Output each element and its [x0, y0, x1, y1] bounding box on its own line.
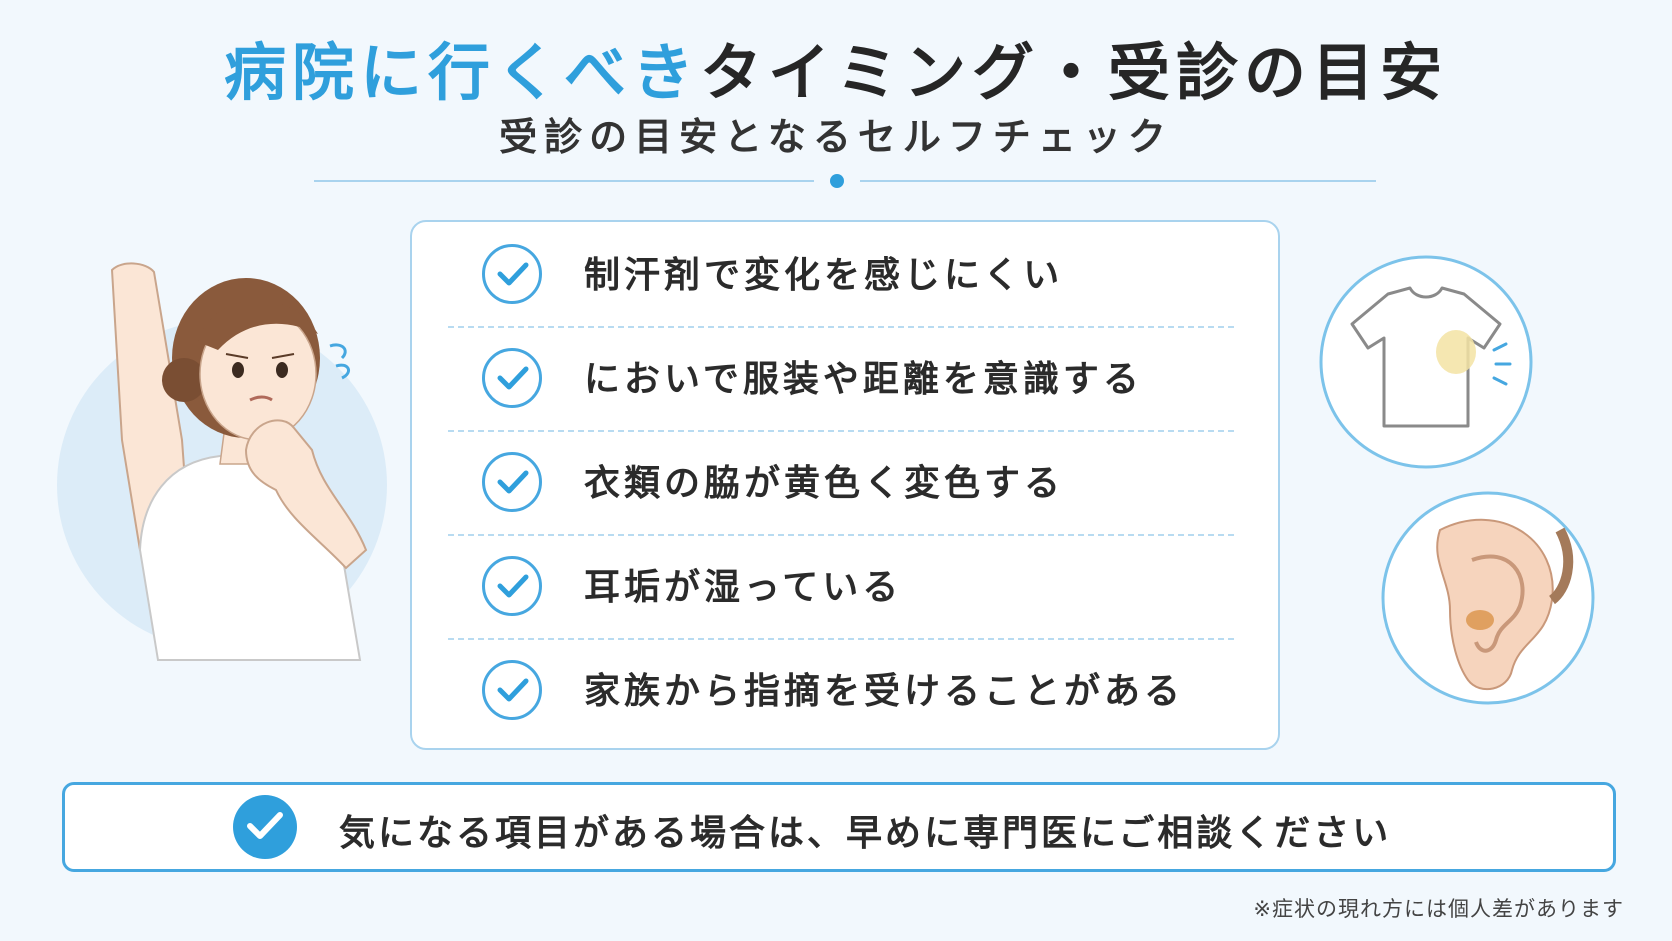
- check-icon: [482, 660, 542, 720]
- advice-text: 気になる項目がある場合は、早めに専門医にご相談ください: [339, 813, 1392, 854]
- divider-right: [860, 180, 1376, 182]
- row-divider: [448, 534, 1234, 536]
- checklist-item: 衣類の脇が黄色く変色する: [412, 432, 1278, 536]
- title-highlight: 病院に行くべき: [223, 36, 700, 109]
- stained-tshirt-icon: [1319, 255, 1533, 469]
- woman-worried-illustration: [57, 262, 387, 661]
- row-divider: [448, 638, 1234, 640]
- check-icon: [482, 348, 542, 408]
- checklist-item-label: 耳垢が湿っている: [584, 567, 903, 608]
- checklist-item: 耳垢が湿っている: [412, 536, 1278, 640]
- check-icon: [233, 795, 297, 859]
- row-divider: [448, 326, 1234, 328]
- checklist-item: 家族から指摘を受けることがある: [412, 640, 1278, 744]
- checklist-item-label: 衣類の脇が黄色く変色する: [584, 463, 1065, 504]
- checklist-item: 制汗剤で変化を感じにくい: [412, 224, 1278, 328]
- check-icon: [482, 244, 542, 304]
- divider-left: [314, 180, 814, 182]
- footnote: ※症状の現れ方には個人差があります: [1253, 897, 1624, 921]
- checklist-item-label: においで服装や距離を意識する: [584, 359, 1143, 400]
- title-rest: タイミング・受診の目安: [700, 36, 1449, 109]
- row-divider: [448, 430, 1234, 432]
- checklist-item: においで服装や距離を意識する: [412, 328, 1278, 432]
- ear-icon: [1381, 491, 1595, 705]
- checklist-item-label: 家族から指摘を受けることがある: [584, 671, 1185, 712]
- check-icon: [482, 556, 542, 616]
- page-subtitle: 受診の目安となるセルフチェック: [499, 115, 1173, 159]
- advice-box: 気になる項目がある場合は、早めに専門医にご相談ください: [62, 782, 1616, 872]
- check-icon: [482, 452, 542, 512]
- divider-dot: [830, 174, 844, 188]
- checklist-card: 制汗剤で変化を感じにくい においで服装や距離を意識する 衣類の脇が黄色く変色する…: [410, 220, 1280, 750]
- page-title: 病院に行くべきタイミング・受診の目安: [0, 22, 1672, 112]
- checklist-item-label: 制汗剤で変化を感じにくい: [584, 255, 1064, 296]
